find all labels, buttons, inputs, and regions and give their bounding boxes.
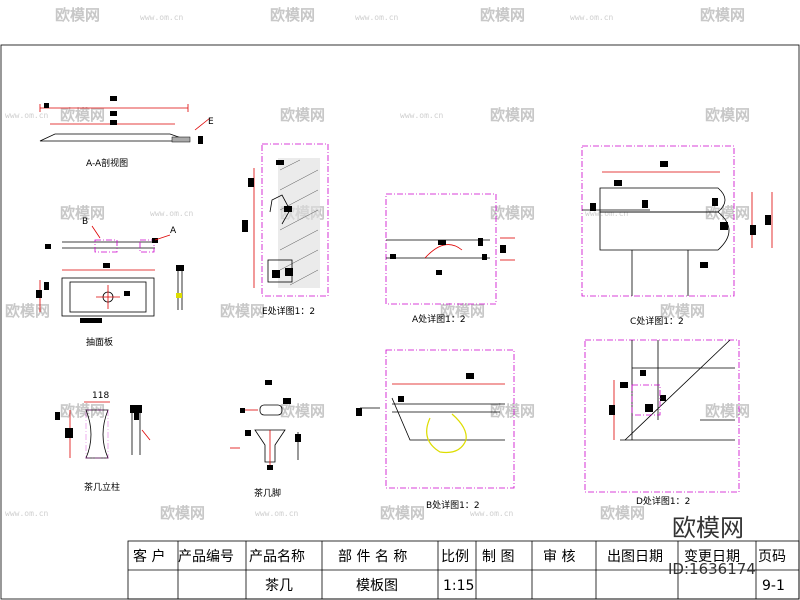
- tb-header-issue-date: 出图日期: [607, 549, 663, 565]
- tb-header-scale: 比例: [441, 549, 469, 565]
- detail-b-view: B处详图1：2: [356, 349, 515, 511]
- watermark-row-2: 欧模网 欧模网 欧模网 欧模网 www.om.cn www.om.cn: [5, 106, 750, 124]
- watermark-brand: 欧模网: [220, 302, 265, 320]
- watermark-url: www.om.cn: [355, 13, 399, 22]
- detail-a-view: A处详图1：2: [385, 193, 515, 325]
- detail-e-label: E处详图1：2: [262, 305, 315, 317]
- watermark-layer: 欧模网 欧模网 欧模网 欧模网 www.om.cn www.om.cn www.…: [5, 6, 750, 522]
- watermark-brand: 欧模网: [705, 402, 750, 420]
- tb-header-drawn-by: 制 图: [482, 549, 514, 565]
- title-block: 客 户 产品编号 产品名称 部 件 名 称 比例 制 图 审 核 出图日期 变更…: [127, 540, 800, 600]
- post-dim-118: 118: [92, 391, 109, 401]
- detail-a-label: A处详图1：2: [412, 313, 466, 325]
- watermark-url: www.om.cn: [255, 509, 299, 518]
- detail-c-view: C处详图1：2: [581, 145, 773, 327]
- watermark-brand: 欧模网: [280, 106, 325, 124]
- tb-value-part-name: 模板图: [356, 578, 398, 594]
- tb-header-product-name: 产品名称: [249, 549, 305, 565]
- watermark-url: www.om.cn: [570, 13, 614, 22]
- watermark-brand: 欧模网: [700, 6, 745, 24]
- tb-value-scale: 1:15: [443, 578, 474, 594]
- watermark-brand: 欧模网: [5, 302, 50, 320]
- corner-watermark: 欧模网 ID:1636174: [668, 514, 756, 578]
- mark-b: B: [82, 217, 88, 227]
- detail-d-view: D处详图1：2: [584, 339, 740, 507]
- watermark-row-4: 欧模网 欧模网 欧模网 欧模网: [5, 302, 705, 320]
- panel-label: 抽面板: [86, 336, 113, 348]
- watermark-row-6: 欧模网 欧模网 欧模网 www.om.cn www.om.cn www.om.c…: [5, 504, 645, 522]
- watermark-brand: 欧模网: [490, 106, 535, 124]
- watermark-brand: 欧模网: [660, 302, 705, 320]
- watermark-url: www.om.cn: [5, 111, 49, 120]
- watermark-brand: 欧模网: [490, 402, 535, 420]
- tb-value-product-name: 茶几: [265, 578, 293, 594]
- watermark-brand: 欧模网: [480, 6, 525, 24]
- watermark-url: www.om.cn: [585, 209, 629, 218]
- watermark-url: www.om.cn: [5, 509, 49, 518]
- panel-view: B A 抽面板: [36, 217, 184, 348]
- watermark-brand: 欧模网: [440, 302, 485, 320]
- detail-e-view: E处详图1：2: [242, 143, 329, 317]
- watermark-brand: 欧模网: [705, 204, 750, 222]
- post-label: 茶几立柱: [84, 481, 120, 493]
- watermark-brand: 欧模网: [380, 504, 425, 522]
- post-view: 118 茶几立柱: [55, 391, 151, 493]
- tb-header-checked-by: 审 核: [543, 549, 575, 565]
- watermark-brand: 欧模网: [270, 6, 315, 24]
- detail-b-label: B处详图1：2: [426, 499, 480, 511]
- tb-header-product-code: 产品编号: [178, 549, 234, 565]
- watermark-brand: 欧模网: [705, 106, 750, 124]
- watermark-brand: 欧模网: [160, 504, 205, 522]
- tb-header-page: 页码: [758, 549, 786, 565]
- watermark-row-5: 欧模网 欧模网 欧模网 欧模网: [60, 402, 750, 420]
- leg-view: 茶几脚: [230, 380, 301, 499]
- watermark-brand: 欧模网: [600, 504, 645, 522]
- watermark-url: www.om.cn: [400, 111, 444, 120]
- watermark-brand: 欧模网: [60, 204, 105, 222]
- watermark-brand: 欧模网: [60, 106, 105, 124]
- leg-label: 茶几脚: [254, 487, 281, 499]
- watermark-url: www.om.cn: [140, 13, 184, 22]
- watermark-url: www.om.cn: [470, 509, 514, 518]
- watermark-url: www.om.cn: [150, 209, 194, 218]
- watermark-row-1: 欧模网 欧模网 欧模网 欧模网 www.om.cn www.om.cn www.…: [55, 6, 745, 24]
- detail-d-label: D处详图1：2: [636, 495, 690, 507]
- tb-header-change-date: 变更日期: [684, 549, 740, 565]
- tb-header-customer: 客 户: [133, 548, 165, 565]
- tb-header-part-name: 部 件 名 称: [338, 549, 407, 565]
- watermark-brand: 欧模网: [55, 6, 100, 24]
- aa-section-label: A-A剖视图: [86, 157, 128, 169]
- watermark-brand: 欧模网: [490, 204, 535, 222]
- tb-value-page: 9-1: [762, 578, 785, 594]
- aa-section-view: E A-A剖视图: [39, 96, 214, 169]
- corner-brand: 欧模网: [672, 514, 744, 542]
- watermark-brand: 欧模网: [60, 402, 105, 420]
- mark-e: E: [208, 117, 214, 127]
- mark-a: A: [170, 226, 177, 236]
- watermark-brand: 欧模网: [280, 402, 325, 420]
- detail-c-label: C处详图1：2: [630, 315, 684, 327]
- corner-id: ID:1636174: [668, 560, 756, 578]
